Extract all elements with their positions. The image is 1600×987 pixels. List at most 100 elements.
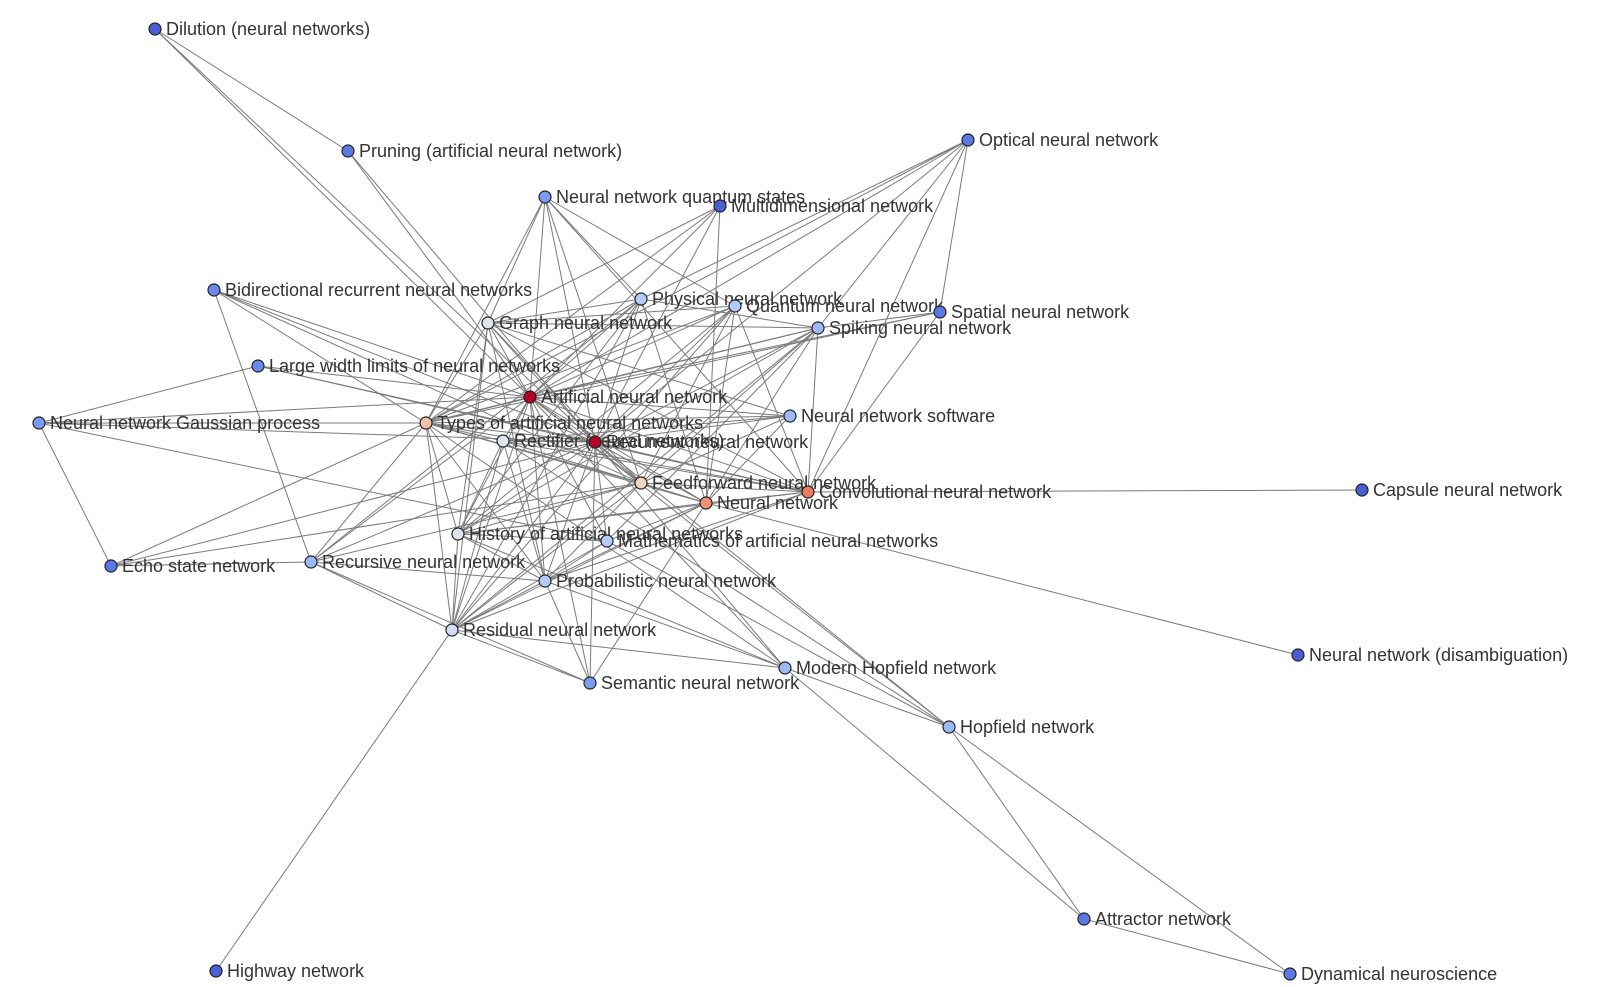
- edge-gnn-rnn: [487, 322, 596, 443]
- node-label: Graph neural network: [499, 313, 673, 333]
- node-marker: [104, 559, 118, 573]
- edge-ann-cnn: [529, 396, 809, 493]
- node-nnqs[interactable]: Neural network quantum states: [538, 187, 805, 207]
- edge-birnn-types: [213, 289, 427, 424]
- node-marker: [481, 316, 495, 330]
- edge-nngp-math: [38, 422, 608, 542]
- node-esn[interactable]: Echo state network: [104, 556, 276, 576]
- node-marker: [538, 574, 552, 588]
- edge-rnn-math: [594, 441, 608, 542]
- node-marker: [699, 496, 713, 510]
- edge-ff-prob: [544, 482, 642, 582]
- node-marker: [713, 199, 727, 213]
- node-math[interactable]: Mathematics of artificial neural network…: [600, 531, 938, 551]
- edge-nn-nndis: [705, 502, 1299, 656]
- node-label: Feedforward neural network: [652, 473, 877, 493]
- node-label: Neural network (disambiguation): [1309, 645, 1568, 665]
- node-marker: [811, 321, 825, 335]
- node-marker: [942, 720, 956, 734]
- node-mhop[interactable]: Modern Hopfield network: [778, 658, 997, 678]
- node-marker: [209, 964, 223, 978]
- edge-rect-res: [451, 440, 504, 631]
- node-label: Hopfield network: [960, 717, 1095, 737]
- node-prob[interactable]: Probabilistic neural network: [538, 571, 777, 591]
- node-res[interactable]: Residual neural network: [445, 620, 657, 640]
- node-phys[interactable]: Physical neural network: [634, 289, 843, 309]
- node-hop[interactable]: Hopfield network: [942, 717, 1095, 737]
- node-label: Rectifier (neural networks): [514, 431, 724, 451]
- edge-phys-snn: [640, 298, 819, 329]
- node-marker: [728, 299, 742, 313]
- node-hist[interactable]: History of artificial neural networks: [451, 524, 743, 544]
- node-label: Large width limits of neural networks: [269, 356, 560, 376]
- edge-ff-esn: [110, 482, 642, 567]
- node-rect[interactable]: Rectifier (neural networks): [496, 431, 724, 451]
- node-opt[interactable]: Optical neural network: [961, 130, 1159, 150]
- edge-hist-math: [457, 533, 608, 542]
- node-nndis[interactable]: Neural network (disambiguation): [1291, 645, 1568, 665]
- edge-multi-nn: [705, 205, 721, 504]
- node-lwl[interactable]: Large width limits of neural networks: [251, 356, 560, 376]
- node-qnn[interactable]: Quantum neural network: [728, 296, 944, 316]
- node-nnsw[interactable]: Neural network software: [783, 406, 995, 426]
- node-gnn[interactable]: Graph neural network: [481, 313, 673, 333]
- node-caps[interactable]: Capsule neural network: [1355, 480, 1563, 500]
- node-label: Convolutional neural network: [819, 482, 1052, 502]
- node-marker: [933, 305, 947, 319]
- edge-opt-cnn: [807, 139, 969, 493]
- edge-types-hist: [425, 422, 459, 535]
- node-marker: [1283, 967, 1297, 981]
- node-spat[interactable]: Spatial neural network: [933, 302, 1130, 322]
- node-label: History of artificial neural networks: [469, 524, 743, 544]
- node-ff[interactable]: Feedforward neural network: [634, 473, 877, 493]
- edge-nnqs-phys: [544, 196, 642, 300]
- node-label: Recurrent neural network: [606, 432, 809, 452]
- node-prun[interactable]: Pruning (artificial neural network): [341, 141, 622, 161]
- edge-gnn-ann: [487, 322, 531, 398]
- node-dil[interactable]: Dilution (neural networks): [148, 19, 370, 39]
- node-layer: Dilution (neural networks) Pruning (artif…: [32, 19, 1568, 984]
- edge-types-rnn: [425, 422, 596, 443]
- node-label: Quantum neural network: [746, 296, 944, 316]
- edge-recur-prob: [310, 561, 546, 582]
- node-snn[interactable]: Spiking neural network: [811, 318, 1012, 338]
- edge-phys-recur: [310, 298, 642, 563]
- node-high[interactable]: Highway network: [209, 961, 365, 981]
- edge-types-nnsw: [425, 415, 791, 424]
- edge-types-recur: [310, 422, 427, 563]
- node-marker: [1291, 648, 1305, 662]
- node-recur[interactable]: Recursive neural network: [304, 552, 526, 572]
- edge-rect-cnn: [502, 440, 809, 493]
- edge-layer: [38, 28, 1363, 975]
- node-marker: [634, 476, 648, 490]
- edge-rnn-nn: [594, 441, 707, 504]
- edge-nn-prob: [544, 502, 707, 582]
- edge-ff-nn: [640, 482, 707, 504]
- edge-gnn-snn: [487, 322, 819, 329]
- edge-phys-types: [425, 298, 642, 424]
- node-label: Neural network quantum states: [556, 187, 805, 207]
- edge-hist-prob: [457, 533, 546, 582]
- edge-res-mhop: [451, 629, 786, 669]
- node-ann[interactable]: Artificial neural network: [523, 387, 728, 407]
- edge-qnn-cnn: [734, 305, 809, 493]
- node-nngp[interactable]: Neural network Gaussian process: [32, 413, 320, 433]
- node-types[interactable]: Types of artificial neural networks: [419, 413, 703, 433]
- node-attr[interactable]: Attractor network: [1077, 909, 1232, 929]
- edge-dil-prun: [154, 28, 349, 152]
- edge-snn-ff: [640, 327, 819, 484]
- node-nn[interactable]: Neural network: [699, 493, 839, 513]
- edge-nnsw-rect: [502, 415, 791, 442]
- node-birnn[interactable]: Bidirectional recurrent neural networks: [207, 280, 532, 300]
- node-dyn[interactable]: Dynamical neuroscience: [1283, 964, 1497, 984]
- node-marker: [783, 409, 797, 423]
- edge-cnn-prob: [544, 491, 809, 582]
- node-cnn[interactable]: Convolutional neural network: [801, 482, 1052, 502]
- node-rnn[interactable]: Recurrent neural network: [588, 432, 809, 452]
- node-label: Optical neural network: [979, 130, 1159, 150]
- node-sem[interactable]: Semantic neural network: [583, 673, 800, 693]
- node-label: Dynamical neuroscience: [1301, 964, 1497, 984]
- node-multi[interactable]: Multidimensional network: [713, 196, 934, 216]
- edge-gnn-ff: [487, 322, 642, 484]
- node-marker: [634, 292, 648, 306]
